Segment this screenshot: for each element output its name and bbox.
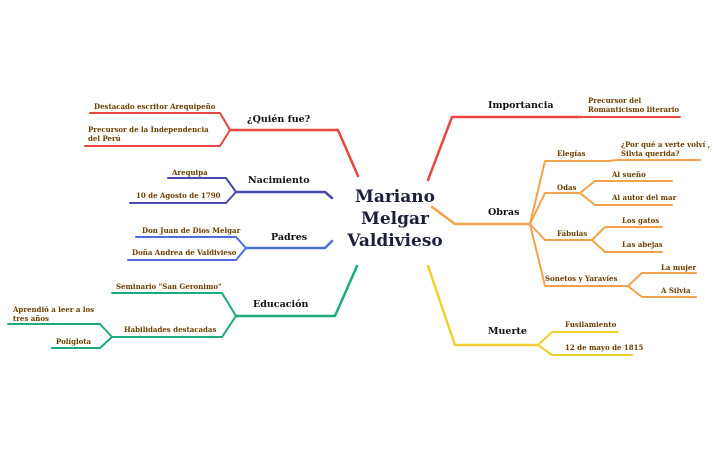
connector-aprendio <box>7 323 113 338</box>
central-topic[interactable]: Mariano Melgar Valdivieso <box>330 186 460 252</box>
central-topic-line-3: Valdivieso <box>347 231 443 251</box>
branch-importancia[interactable]: Importancia <box>488 100 554 111</box>
node-al-sueno[interactable]: Al sueño <box>612 170 646 179</box>
connector-silvia-querida <box>607 159 701 162</box>
central-topic-line-1: Mariano <box>355 187 435 207</box>
connector-la-mujer <box>627 272 697 287</box>
connector-muerte <box>426 264 540 347</box>
node-las-abejas[interactable]: Las abejas <box>622 240 663 249</box>
connector-sonetos <box>529 223 629 287</box>
central-topic-line-2: Melgar <box>361 209 429 229</box>
connector-padre <box>135 236 247 249</box>
node-fusilamiento[interactable]: Fusilamiento <box>565 320 617 329</box>
node-madre[interactable]: Doña Andrea de Valdivieso <box>132 248 237 257</box>
node-la-mujer[interactable]: La mujer <box>661 263 697 272</box>
node-fabulas[interactable]: Fábulas <box>557 229 588 238</box>
node-fecha-nacimiento[interactable]: 10 de Agosto de 1790 <box>136 191 221 200</box>
connector-padres <box>244 239 334 250</box>
node-los-gatos[interactable]: Los gatos <box>622 216 660 225</box>
branch-educacion[interactable]: Educación <box>253 299 309 310</box>
connector-nacimiento <box>234 190 334 200</box>
node-arequipa[interactable]: Arequipa <box>172 168 208 177</box>
node-silvia-querida[interactable]: ¿Por qué a verte volví , Silvia querida? <box>621 140 711 158</box>
connector-odas <box>529 192 581 225</box>
node-autor-mar[interactable]: Al autor del mar <box>612 193 677 202</box>
node-habilidades[interactable]: Habilidades destacadas <box>124 325 217 334</box>
connector-fusilamiento <box>537 331 619 346</box>
node-odas[interactable]: Odas <box>557 183 577 192</box>
connector-habilidades <box>111 315 237 338</box>
connector-las-abejas <box>591 239 663 253</box>
node-romanticismo[interactable]: Precursor del Romanticismo literario <box>588 96 680 114</box>
connector-obras <box>430 205 532 226</box>
connector-fecha-nacimiento <box>129 191 237 204</box>
connector-fabulas <box>529 223 593 241</box>
node-precursor-independencia[interactable]: Precursor de la Independencia del Perú <box>88 125 209 143</box>
connector-arequipa <box>167 177 237 193</box>
connector-fecha-muerte <box>537 344 633 356</box>
connector-quien-fue <box>228 128 360 178</box>
connector-al-sueno <box>579 180 673 194</box>
connector-los-gatos <box>591 226 663 241</box>
node-poliglota[interactable]: Políglota <box>56 337 92 346</box>
connector-educacion <box>234 264 359 318</box>
node-escritor-arequipeno[interactable]: Destacado escritor Arequipeño <box>94 102 216 111</box>
connector-importancia <box>426 115 584 182</box>
node-elegias[interactable]: Elegías <box>557 149 586 158</box>
connector-madre <box>127 247 247 261</box>
node-seminario[interactable]: Seminario "San Geronimo" <box>116 282 222 291</box>
connector-autor-mar <box>579 192 673 206</box>
node-a-silvia[interactable]: A Silvia <box>661 286 691 295</box>
node-fecha-muerte[interactable]: 12 de mayo de 1815 <box>565 343 644 352</box>
node-padre[interactable]: Don Juan de Dios Melgar <box>142 226 241 235</box>
connector-poliglota <box>51 336 113 349</box>
branch-muerte[interactable]: Muerte <box>488 326 527 337</box>
node-sonetos-yaravies[interactable]: Sonetos y Yaravíes <box>545 274 618 283</box>
connector-precursor <box>84 129 231 147</box>
branch-obras[interactable]: Obras <box>488 207 520 218</box>
connector-a-silvia <box>627 285 697 298</box>
branch-padres[interactable]: Padres <box>271 232 308 243</box>
connector-seminario <box>111 292 237 317</box>
branch-quien-fue[interactable]: ¿Quién fue? <box>247 114 311 125</box>
connector-escritor <box>89 112 231 131</box>
node-aprendio-leer[interactable]: Aprendió a leer a los tres años <box>13 305 95 323</box>
branch-nacimiento[interactable]: Nacimiento <box>248 175 310 186</box>
connector-elegias <box>529 160 609 225</box>
